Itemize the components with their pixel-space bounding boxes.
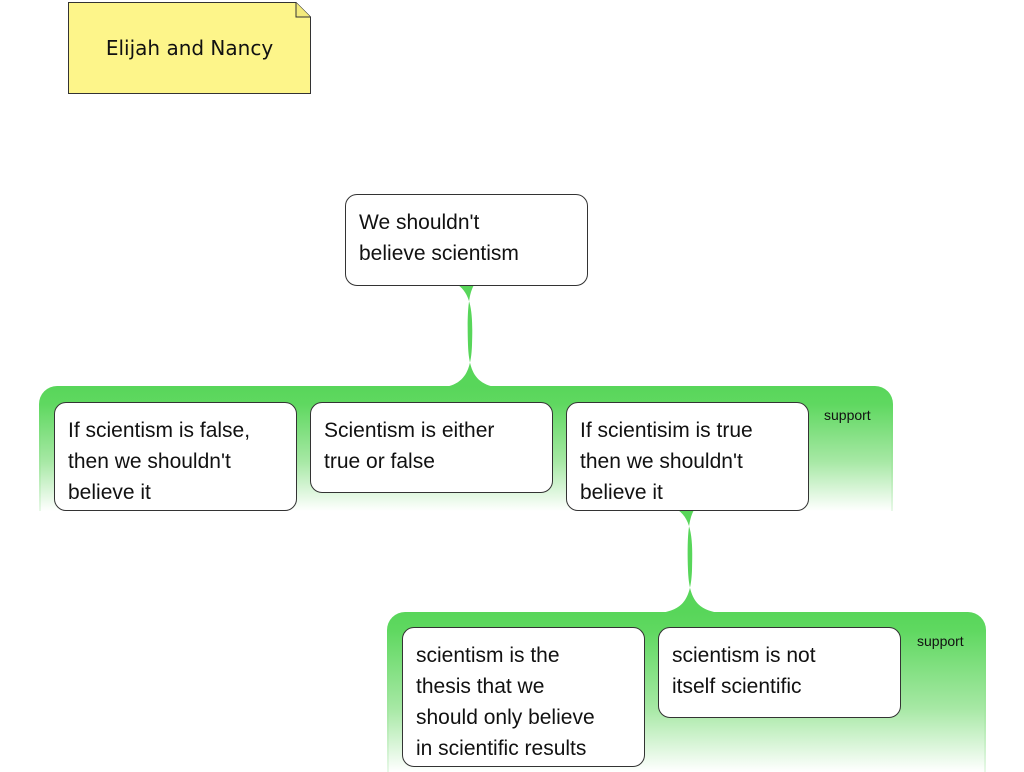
sticky-note[interactable]: Elijah and Nancy [68, 2, 311, 94]
premise-node[interactable]: scientism is not itself scientific [658, 627, 901, 718]
support-connector [440, 285, 500, 388]
support-connector [660, 510, 720, 613]
premise-node[interactable]: If scientisim is true then we shouldn't … [566, 402, 809, 511]
note-shape [68, 2, 311, 94]
claim-node[interactable]: We shouldn't believe scientism [345, 194, 588, 286]
premise-node[interactable]: If scientism is false, then we shouldn't… [54, 402, 297, 511]
premise-node[interactable]: Scientism is either true or false [310, 402, 553, 493]
note-title: Elijah and Nancy [105, 36, 274, 60]
support-label: support [917, 633, 964, 649]
folded-corner-icon [295, 2, 311, 18]
premise-node[interactable]: scientism is the thesis that we should o… [402, 627, 645, 767]
support-label: support [824, 407, 871, 423]
